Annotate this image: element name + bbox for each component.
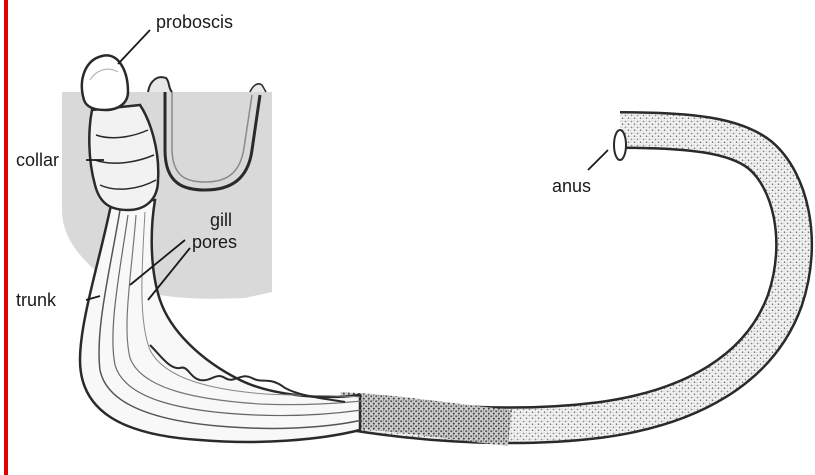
left-border [4,0,8,475]
label-trunk: trunk [16,290,57,310]
proboscis-leader [118,30,150,64]
label-collar: collar [16,150,59,170]
label-anus: anus [552,176,591,196]
anus-leader [588,150,608,170]
label-pores: pores [192,232,237,252]
label-proboscis: proboscis [156,12,233,32]
label-gill: gill [210,210,232,230]
